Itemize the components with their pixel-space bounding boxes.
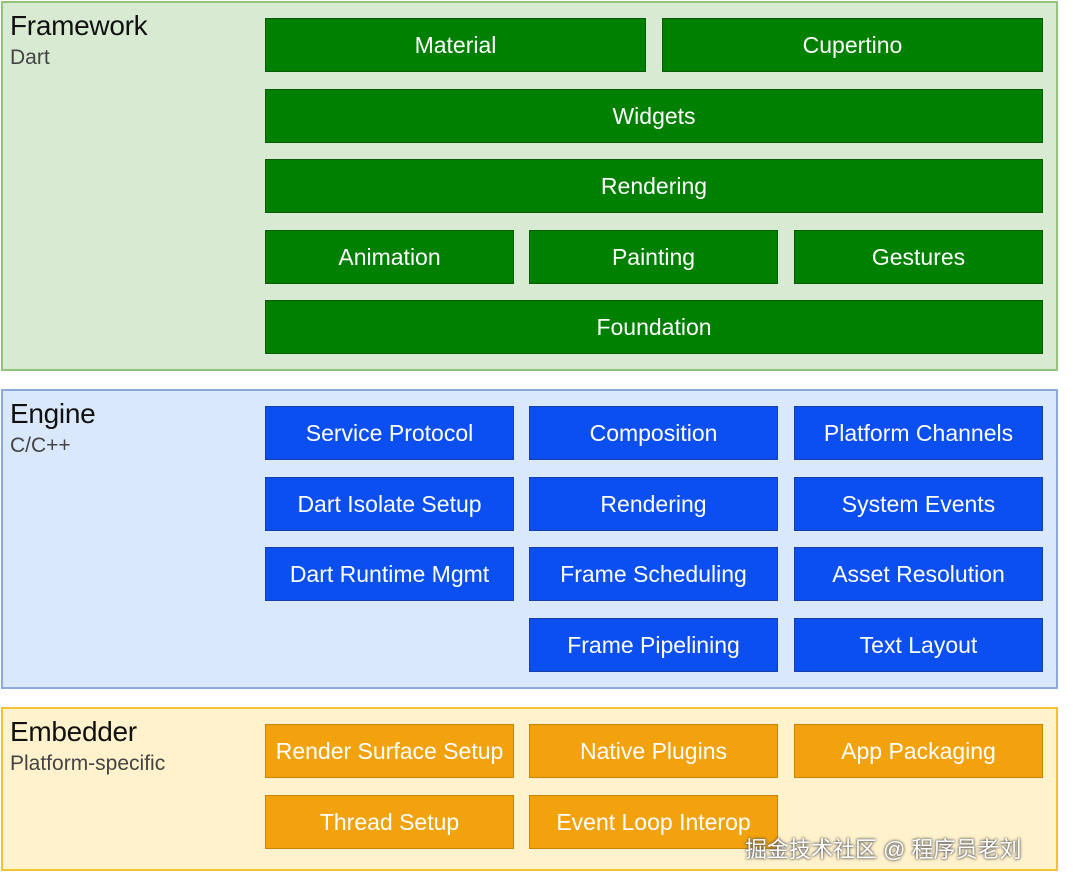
embedder-box-thread-setup: Thread Setup [265, 795, 514, 849]
engine-box-composition: Composition [529, 406, 778, 460]
engine-box-system-events: System Events [794, 477, 1043, 531]
engine-box-asset-resolution: Asset Resolution [794, 547, 1043, 601]
engine-box-rendering: Rendering [529, 477, 778, 531]
engine-subtitle: C/C++ [10, 434, 71, 457]
embedder-title: Embedder [10, 716, 137, 747]
engine-box-dart-isolate-setup: Dart Isolate Setup [265, 477, 514, 531]
framework-box-rendering: Rendering [265, 159, 1043, 213]
engine-box-frame-scheduling: Frame Scheduling [529, 547, 778, 601]
watermark: 掘金技术社区 @ 程序员老刘 [745, 837, 1022, 862]
engine-box-service-protocol: Service Protocol [265, 406, 514, 460]
engine-box-dart-runtime-mgmt: Dart Runtime Mgmt [265, 547, 514, 601]
framework-box-foundation: Foundation [265, 300, 1043, 354]
engine-box-platform-channels: Platform Channels [794, 406, 1043, 460]
framework-box-gestures: Gestures [794, 230, 1043, 284]
engine-box-frame-pipelining: Frame Pipelining [529, 618, 778, 672]
engine-title: Engine [10, 398, 96, 429]
framework-box-painting: Painting [529, 230, 778, 284]
embedder-box-event-loop-interop: Event Loop Interop [529, 795, 778, 849]
engine-box-text-layout: Text Layout [794, 618, 1043, 672]
framework-box-widgets: Widgets [265, 89, 1043, 143]
embedder-box-native-plugins: Native Plugins [529, 724, 778, 778]
framework-box-animation: Animation [265, 230, 514, 284]
embedder-box-render-surface-setup: Render Surface Setup [265, 724, 514, 778]
framework-box-material: Material [265, 18, 646, 72]
embedder-box-app-packaging: App Packaging [794, 724, 1043, 778]
framework-title: Framework [10, 10, 148, 41]
framework-subtitle: Dart [10, 46, 50, 69]
embedder-subtitle: Platform-specific [10, 752, 166, 775]
framework-box-cupertino: Cupertino [662, 18, 1043, 72]
